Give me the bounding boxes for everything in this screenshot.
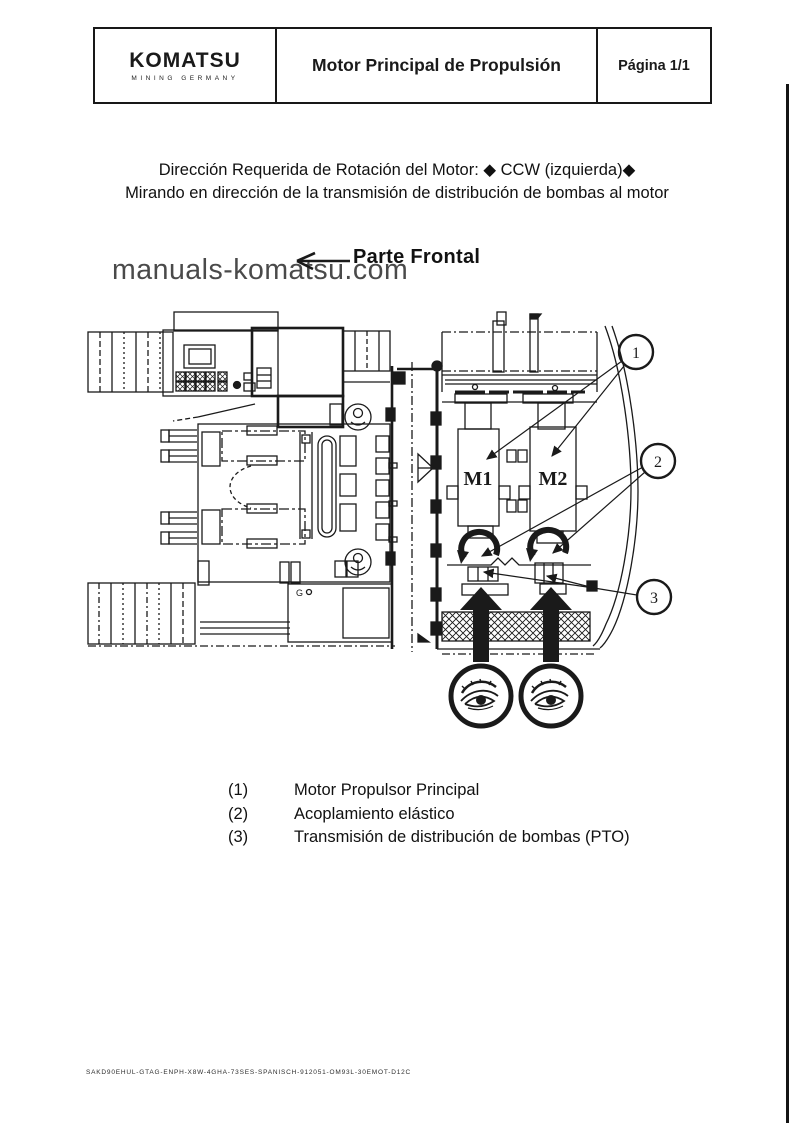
page-number: Página 1/1 (618, 57, 690, 74)
engine-block (160, 423, 398, 583)
callout-2-circle (639, 442, 677, 480)
radiator-bottom-left (87, 582, 196, 645)
front-label: Parte Frontal (353, 246, 481, 268)
motor-label-m1: M1 (464, 468, 493, 490)
rotation-ccw-icon-left (457, 528, 501, 564)
callout-3-number: 3 (650, 590, 658, 607)
direction-note-line2: Mirando en dirección de la transmisión d… (125, 184, 669, 202)
up-arrow-icon-left (460, 587, 502, 662)
cab-box (250, 326, 345, 429)
callout-3-circle (635, 578, 673, 616)
eye-icon-right (518, 663, 584, 729)
callout-2-number: 2 (654, 454, 662, 471)
komatsu-logo: KOMATSU (129, 49, 241, 72)
engine-housing-top (162, 311, 279, 397)
legend-number: (3) (228, 828, 249, 847)
document-title: Motor Principal de Propulsión (277, 29, 598, 102)
g-marker-label: G (296, 588, 303, 598)
watermark-text: manuals-komatsu.com (112, 254, 409, 286)
legend-item-2: (2) Acoplamiento elástico (228, 803, 630, 827)
pto-frame (441, 311, 598, 403)
legend-number: (2) (228, 804, 249, 823)
legend-label: Motor Propulsor Principal (294, 781, 480, 800)
callout-1-number: 1 (632, 345, 640, 362)
callout-1-circle (617, 333, 655, 371)
logo-subtitle: MINING GERMANY (131, 75, 239, 82)
callout-leader-lines (480, 360, 646, 596)
hatched-base-strip (441, 611, 591, 642)
engine-left-mounts (160, 429, 197, 545)
motor-m1 (446, 393, 511, 539)
header: KOMATSU MINING GERMANY Motor Principal d… (93, 27, 712, 104)
legend-item-1: (1) Motor Propulsor Principal (228, 779, 630, 803)
rotation-ccw-icon-right (526, 526, 570, 562)
radiator-top-left (87, 331, 174, 393)
legend-item-3: (3) Transmisión de distribución de bomba… (228, 826, 630, 850)
frame-rails-bottom (88, 560, 395, 647)
frame-edge-curves (592, 325, 639, 649)
fastener-ladder (375, 435, 398, 543)
up-arrow-icon-right (530, 587, 572, 662)
legend-number: (1) (228, 781, 249, 800)
motor-label-m2: M2 (539, 468, 568, 490)
front-direction-arrow-icon (296, 251, 350, 271)
slatted-panel-top (342, 330, 391, 383)
eye-icon-left (448, 663, 514, 729)
footer-code: SAKD90EHUL-GTAG-ENPH-X8W-4GHA-73SES-SPAN… (86, 1069, 412, 1076)
legend-label: Acoplamiento elástico (294, 804, 455, 823)
direction-note-line1: Dirección Requerida de Rotación del Moto… (158, 161, 636, 179)
flywheel-adapter-band (385, 360, 443, 652)
control-panel (175, 367, 272, 392)
legend-label: Transmisión de distribución de bombas (P… (294, 828, 630, 847)
legend: (1) Motor Propulsor Principal (2) Acopla… (228, 779, 630, 850)
direction-note: Dirección Requerida de Rotación del Moto… (32, 159, 762, 205)
operator-symbol-top (344, 403, 372, 431)
scan-edge-line (786, 84, 789, 1123)
logo-cell: KOMATSU MINING GERMANY (95, 29, 277, 102)
machine-diagram: M1 M2 1 2 3 G (87, 311, 677, 729)
